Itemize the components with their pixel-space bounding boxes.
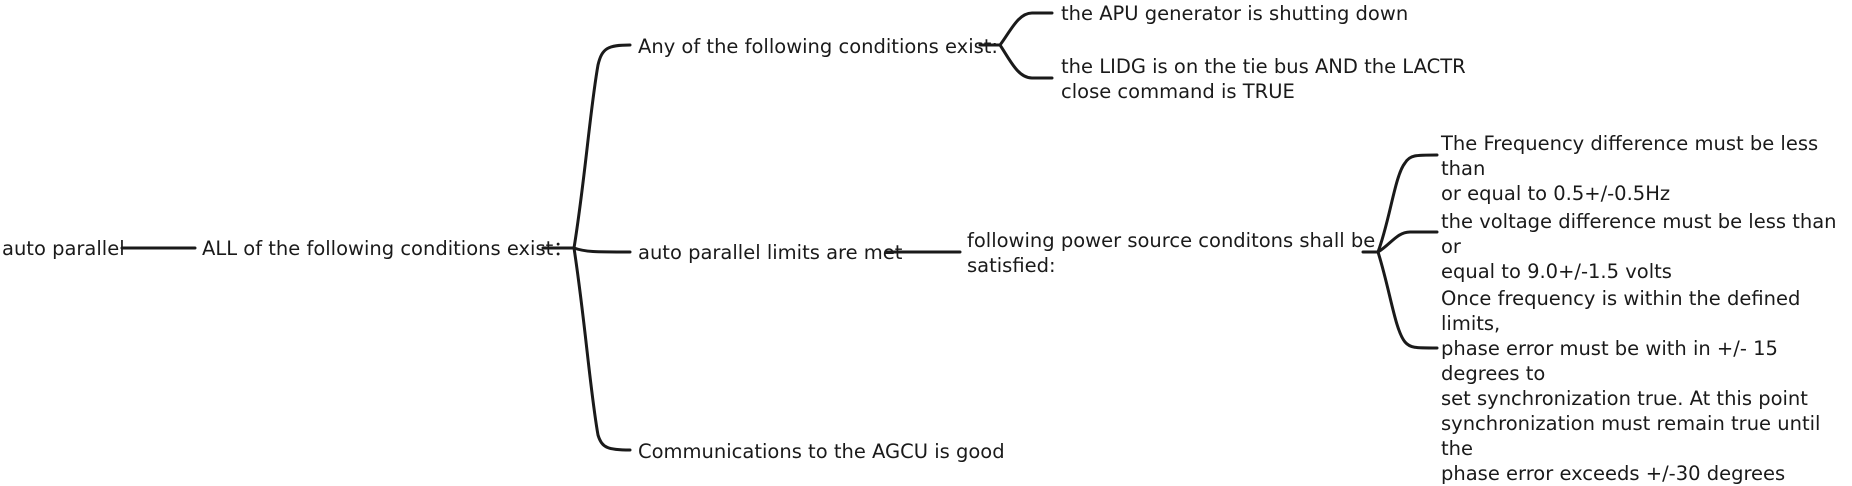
node-phase-error: Once frequency is within the defined lim… xyxy=(1441,287,1821,485)
edge-all-comms xyxy=(572,246,632,452)
node-frequency-difference: The Frequency difference must be less th… xyxy=(1441,132,1819,205)
node-voltage-difference: the voltage difference must be less than… xyxy=(1441,210,1837,283)
node-any-conditions: Any of the following conditions exist: xyxy=(638,35,998,58)
edge-any-apu xyxy=(998,11,1054,47)
node-agcu-communications: Communications to the AGCU is good xyxy=(638,440,1005,463)
edge-any-lidg xyxy=(998,43,1054,80)
edge-power-phase xyxy=(1376,250,1439,350)
edge-power-freq xyxy=(1376,153,1439,254)
node-apu-shutting-down: the APU generator is shutting down xyxy=(1061,2,1409,25)
edge-all-any xyxy=(572,43,632,250)
node-lidg-tie-bus: the LIDG is on the tie bus AND the LACTR… xyxy=(1061,55,1466,103)
node-all-conditions: ALL of the following conditions exist： xyxy=(202,237,573,260)
edge-all-limits xyxy=(572,246,632,254)
mind-map-connectors xyxy=(120,11,1439,452)
node-auto-parallel: auto parallel xyxy=(2,237,125,260)
node-limits-met: auto parallel limits are met xyxy=(638,241,903,264)
node-power-source-conditions: following power source conditons shall b… xyxy=(967,229,1376,277)
edge-power-volt xyxy=(1376,230,1439,254)
